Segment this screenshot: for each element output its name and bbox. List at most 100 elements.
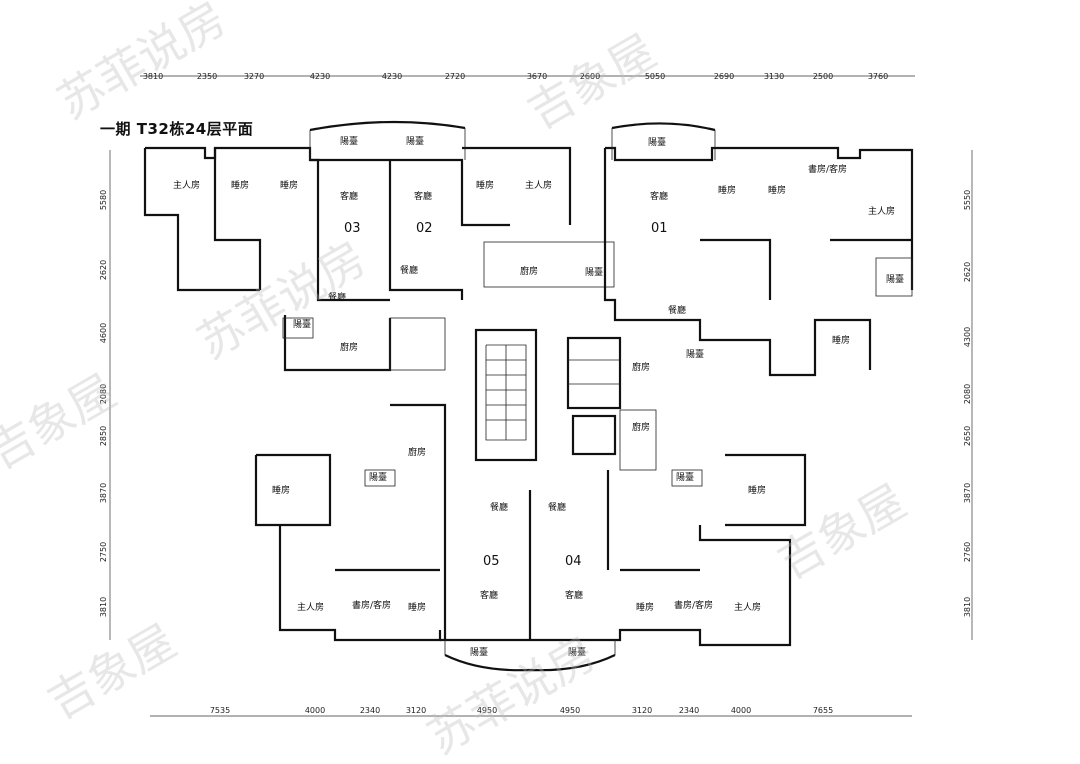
- dimension-label: 2600: [580, 72, 600, 81]
- room-balcony: 陽臺: [293, 318, 311, 330]
- dimension-lines: [109, 75, 973, 717]
- dimension-label: 5580: [99, 190, 108, 210]
- dimension-label: 4950: [477, 706, 497, 715]
- left-dimensions: 5580 2620 4600 2080 2850 3870 2750 3810: [99, 190, 108, 617]
- room-dining: 餐廳: [490, 501, 508, 513]
- room-living: 客廳: [340, 190, 358, 202]
- dimension-label: 3130: [764, 72, 784, 81]
- dimension-label: 3670: [527, 72, 547, 81]
- room-dining: 餐廳: [548, 501, 566, 513]
- dimension-label: 5550: [963, 190, 972, 210]
- dimension-label: 2620: [99, 260, 108, 280]
- room-master-bedroom: 主人房: [734, 601, 761, 613]
- unit-number: 05: [483, 554, 500, 569]
- dimension-label: 2650: [963, 426, 972, 446]
- dimension-label: 4000: [305, 706, 325, 715]
- dimension-label: 2500: [813, 72, 833, 81]
- dimension-label: 3760: [868, 72, 888, 81]
- unit-number: 02: [416, 221, 433, 236]
- room-bedroom: 睡房: [408, 601, 426, 613]
- room-study-guest: 書房/客房: [352, 599, 391, 611]
- room-living: 客廳: [480, 589, 498, 601]
- room-balcony: 陽臺: [340, 135, 358, 147]
- room-bedroom: 睡房: [718, 184, 736, 196]
- room-living: 客廳: [565, 589, 583, 601]
- room-master-bedroom: 主人房: [297, 601, 324, 613]
- room-dining: 餐廳: [668, 304, 686, 316]
- unit-number: 01: [651, 221, 668, 236]
- dimension-label: 2350: [197, 72, 217, 81]
- dimension-label: 2760: [963, 542, 972, 562]
- dimension-label: 2850: [99, 426, 108, 446]
- dimension-label: 2720: [445, 72, 465, 81]
- bottom-dimensions: 7535 4000 2340 3120 4950 4950 3120 2340 4000 7655: [210, 706, 833, 715]
- room-bedroom: 睡房: [832, 334, 850, 346]
- room-kitchen: 廚房: [632, 361, 650, 373]
- room-bedroom: 睡房: [636, 601, 654, 613]
- room-kitchen: 廚房: [520, 265, 538, 277]
- dimension-label: 3870: [963, 483, 972, 503]
- unit-numbers: 01 02 03 04 05: [344, 221, 668, 569]
- dimension-label: 2690: [714, 72, 734, 81]
- watermark: 吉象屋: [0, 364, 125, 480]
- room-balcony: 陽臺: [585, 266, 603, 278]
- dimension-label: 5050: [645, 72, 665, 81]
- unit-number: 04: [565, 554, 582, 569]
- room-balcony: 陽臺: [886, 273, 904, 285]
- walls: [143, 120, 914, 672]
- room-balcony: 陽臺: [406, 135, 424, 147]
- dimension-label: 3120: [632, 706, 652, 715]
- dimension-label: 4600: [99, 323, 108, 343]
- dimension-label: 3810: [99, 597, 108, 617]
- room-kitchen: 廚房: [340, 341, 358, 353]
- watermark: 吉象屋: [769, 474, 916, 590]
- dimension-label: 4000: [731, 706, 751, 715]
- room-balcony: 陽臺: [676, 471, 694, 483]
- dimension-label: 2750: [99, 542, 108, 562]
- dimension-label: 2340: [360, 706, 380, 715]
- room-bedroom: 睡房: [231, 179, 249, 191]
- dimension-label: 3870: [99, 483, 108, 503]
- room-bedroom: 睡房: [272, 484, 290, 496]
- dimension-label: 3810: [143, 72, 163, 81]
- unit-number: 03: [344, 221, 361, 236]
- room-master-bedroom: 主人房: [525, 179, 552, 191]
- dimension-label: 4950: [560, 706, 580, 715]
- room-balcony: 陽臺: [568, 646, 586, 658]
- dimension-label: 4230: [382, 72, 402, 81]
- watermark: 吉象屋: [39, 614, 186, 730]
- top-dimensions: 3810 2350 3270 4230 4230 2720 3670 2600 5050 2690…: [143, 72, 888, 81]
- dimension-label: 3810: [963, 597, 972, 617]
- watermark: 苏菲说房: [419, 626, 605, 764]
- dimension-label: 3270: [244, 72, 264, 81]
- watermarks: 苏菲说房 吉象屋 苏菲说房 吉象屋 吉象屋 苏菲说房 吉象屋: [0, 0, 915, 764]
- watermark: 吉象屋: [519, 24, 666, 140]
- dimension-label: 2340: [679, 706, 699, 715]
- room-kitchen: 廚房: [632, 421, 650, 433]
- room-living: 客廳: [414, 190, 432, 202]
- dimension-label: 2080: [99, 384, 108, 404]
- dimension-label: 4300: [963, 327, 972, 347]
- room-dining: 餐廳: [400, 264, 418, 276]
- dimension-label: 7655: [813, 706, 833, 715]
- room-balcony: 陽臺: [470, 646, 488, 658]
- room-balcony: 陽臺: [369, 471, 387, 483]
- room-master-bedroom: 主人房: [868, 205, 895, 217]
- room-balcony: 陽臺: [648, 136, 666, 148]
- room-study-guest: 書房/客房: [808, 163, 847, 175]
- room-bedroom: 睡房: [476, 179, 494, 191]
- dimension-label: 2080: [963, 384, 972, 404]
- dimension-label: 7535: [210, 706, 230, 715]
- watermark: 苏菲说房: [49, 0, 235, 130]
- plan-title: 一期 T32栋24层平面: [100, 120, 254, 138]
- room-bedroom: 睡房: [748, 484, 766, 496]
- room-kitchen: 廚房: [408, 446, 426, 458]
- room-bedroom: 睡房: [280, 179, 298, 191]
- room-living: 客廳: [650, 190, 668, 202]
- room-study-guest: 書房/客房: [674, 599, 713, 611]
- dimension-label: 4230: [310, 72, 330, 81]
- dimension-label: 3120: [406, 706, 426, 715]
- dimension-label: 2620: [963, 262, 972, 282]
- room-master-bedroom: 主人房: [173, 179, 200, 191]
